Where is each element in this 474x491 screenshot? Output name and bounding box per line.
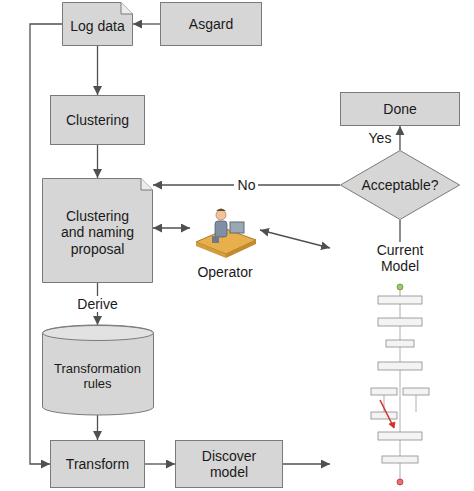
edge-label: Derive	[74, 296, 120, 312]
cylinder-body	[42, 325, 153, 415]
model-figure: Current Model	[330, 242, 470, 488]
node-label: Discover model	[183, 448, 275, 480]
process-box: Clustering	[50, 95, 145, 145]
process-box: Asgard	[160, 2, 262, 46]
flow-arrow	[153, 227, 190, 228]
process-box: Discover model	[175, 440, 283, 488]
node-label: Transformation rules	[50, 362, 146, 392]
cylinder-top	[42, 326, 153, 341]
edge-label: Yes	[366, 130, 395, 146]
dog-ear	[141, 179, 153, 191]
dog-ear	[121, 3, 133, 15]
flow-arrow	[97, 283, 98, 325]
flow-arrow	[399, 220, 400, 242]
process-box: Transform	[50, 440, 145, 488]
document-box: Clustering and naming proposal	[42, 178, 153, 283]
flow-arrow	[97, 415, 98, 440]
node-label: Clustering	[66, 112, 129, 128]
flow-arrow	[97, 46, 98, 95]
node-label: Current Model	[367, 242, 433, 274]
document-outline	[43, 179, 153, 283]
flow-arrow	[97, 145, 98, 178]
operator-actor: Operator	[190, 208, 260, 280]
node-label: Clustering and naming proposal	[58, 208, 138, 256]
node-label: Log data	[70, 18, 125, 34]
operator-icon	[196, 209, 256, 259]
node-label: Asgard	[189, 16, 233, 32]
flow-arrow	[260, 230, 330, 248]
flow-arrow	[399, 126, 400, 150]
edge-label: No	[235, 177, 259, 193]
document-box: Log data	[62, 2, 133, 46]
node-label: Operator	[197, 264, 252, 280]
node-label: Transform	[66, 456, 129, 472]
document-outline	[63, 3, 133, 46]
node-label: Done	[383, 101, 416, 117]
flow-arrow	[153, 184, 340, 185]
flow-arrow	[133, 23, 160, 24]
end-box: Done	[340, 92, 460, 126]
decision-diamond: Acceptable?	[340, 150, 460, 220]
node-label: Acceptable?	[361, 177, 438, 193]
model-thumbnail	[371, 284, 429, 485]
diamond-outline	[340, 151, 459, 220]
flow-arrow	[145, 463, 175, 464]
database-cylinder: Transformation rules	[42, 325, 154, 415]
flow-arrow	[283, 463, 330, 464]
